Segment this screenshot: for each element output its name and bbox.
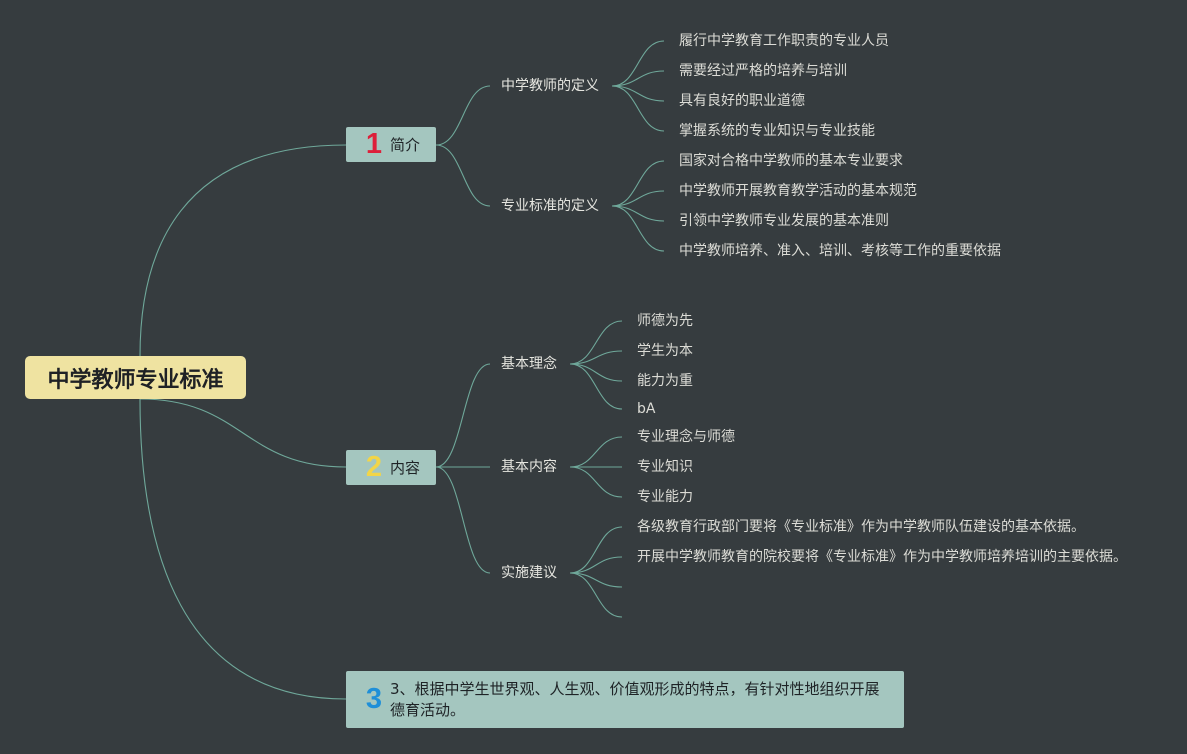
connector-line (611, 205, 665, 222)
connector-line (611, 190, 665, 207)
branch-intro[interactable]: 1 简介 (346, 127, 436, 162)
connector-line (435, 466, 491, 574)
subtopic-basic-philosophy[interactable]: 基本理念 (501, 356, 557, 372)
connector-line (569, 363, 623, 410)
leaf-item[interactable]: 专业知识 (637, 459, 693, 475)
connector-line (435, 363, 491, 468)
branch-moral-education[interactable]: 3 3、根据中学生世界观、人生观、价值观形成的特点，有针对性地组织开展德育活动。 (346, 671, 904, 728)
connector-line (569, 556, 623, 574)
connector-line (435, 85, 491, 146)
leaf-item[interactable]: 掌握系统的专业知识与专业技能 (679, 123, 875, 139)
branch-number-1: 1 (365, 128, 383, 160)
connector-root-branch3 (139, 398, 347, 700)
connector-line (435, 144, 491, 207)
root-label: 中学教师专业标准 (47, 367, 224, 393)
leaf-item[interactable]: bA (637, 401, 656, 417)
connector-line (569, 466, 623, 498)
connector-line (569, 526, 623, 574)
leaf-item[interactable]: 履行中学教育工作职责的专业人员 (679, 33, 889, 49)
connector-line (611, 40, 665, 87)
subtopic-basic-content[interactable]: 基本内容 (501, 459, 557, 475)
leaf-item[interactable]: 学生为本 (637, 343, 693, 359)
branch-number-2: 2 (365, 451, 383, 483)
branch-label-content: 内容 (390, 459, 421, 477)
branch-number-3: 3 (365, 683, 383, 715)
connector-line (569, 572, 623, 618)
leaf-item[interactable]: 师德为先 (637, 313, 693, 329)
subtopic-implementation[interactable]: 实施建议 (501, 565, 557, 581)
branch-label-moral-education: 3、根据中学生世界观、人生观、价值观形成的特点，有针对性地组织开展德育活动。 (390, 679, 880, 719)
connector-line (611, 205, 665, 252)
connector-line (569, 572, 623, 588)
leaf-item[interactable]: 需要经过严格的培养与培训 (679, 63, 847, 79)
leaf-item[interactable]: 中学教师培养、准入、培训、考核等工作的重要依据 (679, 243, 1001, 259)
subtopic-standard-definition[interactable]: 专业标准的定义 (501, 198, 599, 214)
leaf-item[interactable]: 专业理念与师德 (637, 429, 735, 445)
leaf-item[interactable]: 中学教师开展教育教学活动的基本规范 (679, 183, 917, 199)
connector-line (611, 85, 665, 132)
leaf-item[interactable]: 引领中学教师专业发展的基本准则 (679, 213, 889, 229)
connector-line (611, 160, 665, 207)
subtopic-teacher-definition[interactable]: 中学教师的定义 (501, 78, 599, 94)
connector-line (569, 363, 623, 382)
connector-root-branch1 (139, 144, 347, 357)
leaf-item[interactable]: 国家对合格中学教师的基本专业要求 (679, 153, 903, 169)
connector-root-branch2 (139, 398, 347, 468)
leaf-item[interactable]: 具有良好的职业道德 (679, 93, 805, 109)
connector-line (611, 70, 665, 87)
leaf-item[interactable]: 开展中学教师教育的院校要将《专业标准》作为中学教师培养培训的主要依据。 (637, 549, 1127, 565)
leaf-item[interactable]: 能力为重 (637, 373, 693, 389)
branch-label-intro: 简介 (390, 136, 421, 154)
leaf-item[interactable]: 专业能力 (637, 489, 693, 505)
branch-content[interactable]: 2 内容 (346, 450, 436, 485)
connector-line (611, 85, 665, 102)
connector-line (569, 320, 623, 365)
connector-line (569, 350, 623, 365)
root-node[interactable]: 中学教师专业标准 (25, 356, 246, 399)
connector-line (569, 436, 623, 468)
leaf-item[interactable]: 各级教育行政部门要将《专业标准》作为中学教师队伍建设的基本依据。 (637, 519, 1085, 535)
